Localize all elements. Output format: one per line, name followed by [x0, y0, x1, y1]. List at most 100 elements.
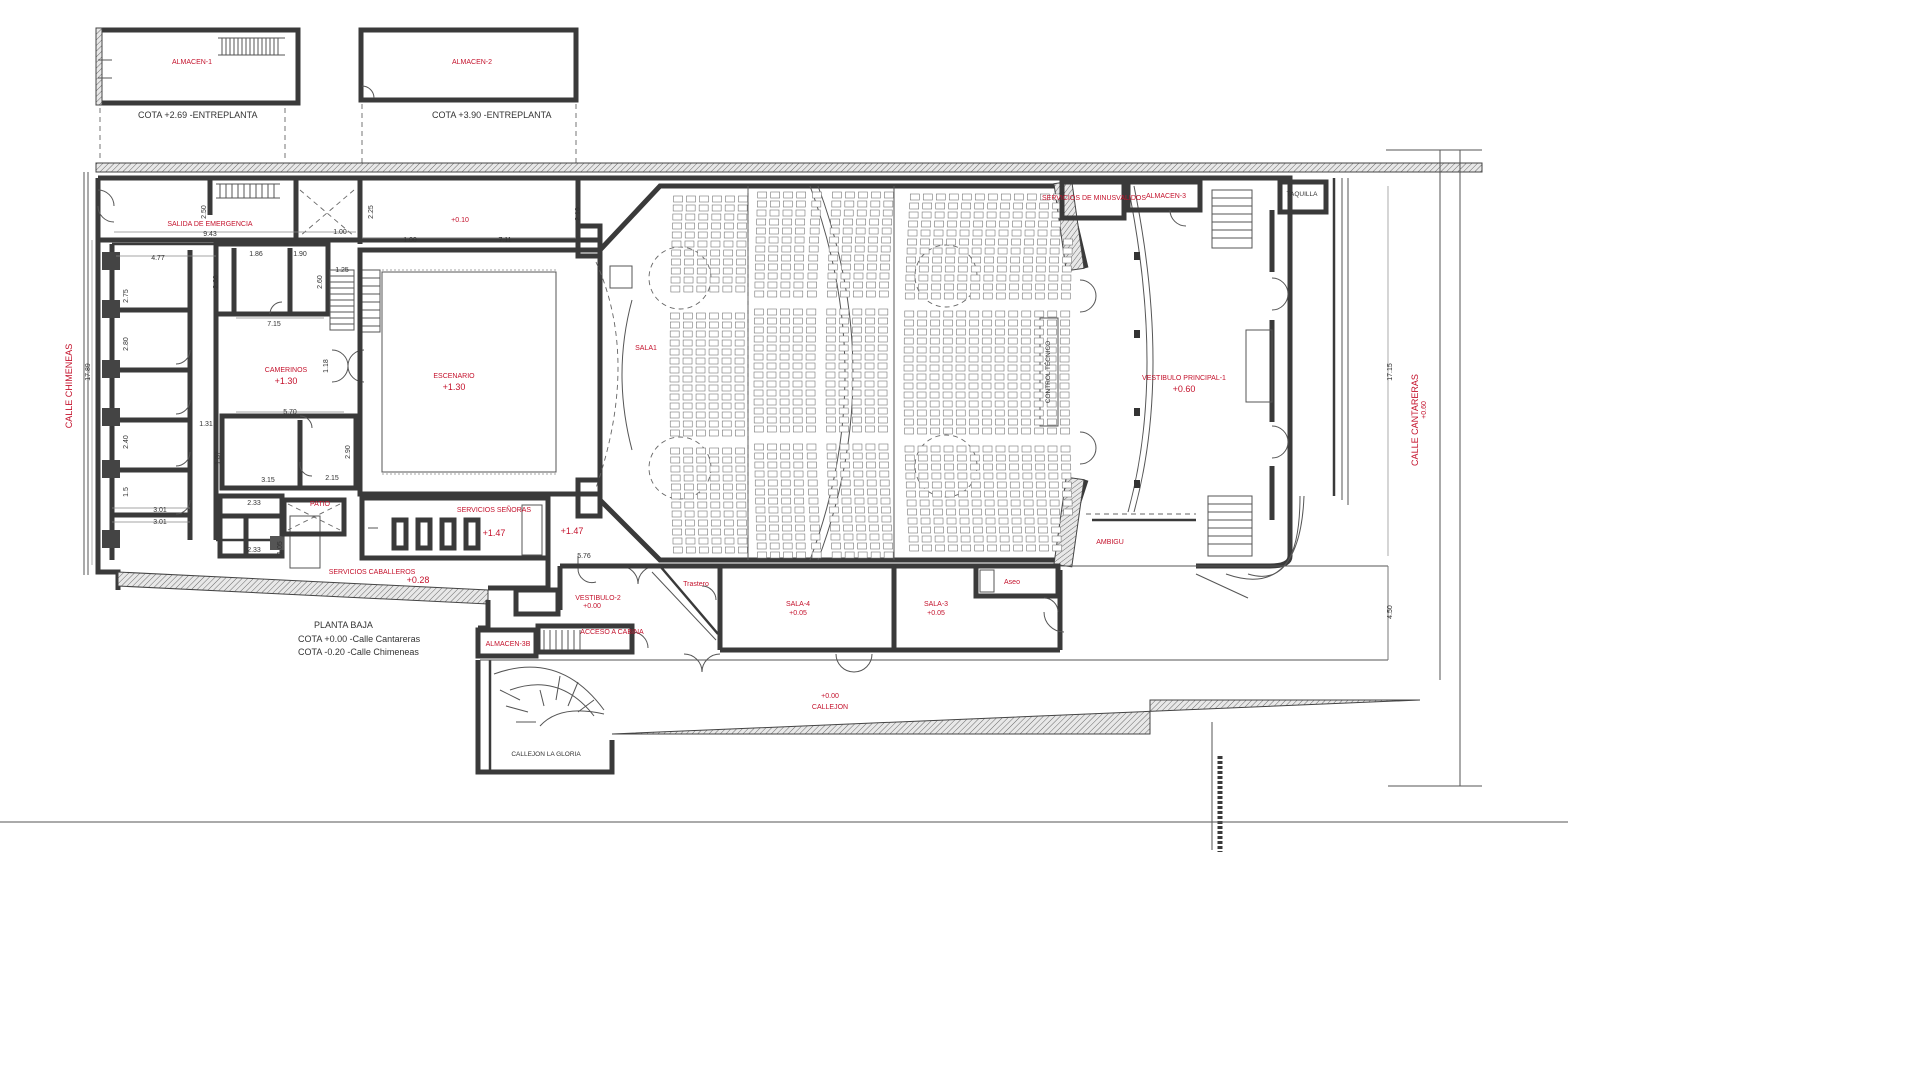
seat — [1062, 499, 1073, 507]
legend-line1: COTA +0.00 -Calle Cantareras — [298, 634, 421, 644]
seat — [766, 362, 777, 370]
seat — [852, 443, 863, 451]
seat — [996, 463, 1006, 471]
seat — [805, 362, 816, 370]
seat — [854, 263, 864, 271]
seat — [721, 393, 732, 401]
seat — [870, 542, 880, 550]
seat — [970, 283, 980, 291]
seat — [683, 474, 694, 482]
seat — [710, 510, 721, 518]
seat — [1047, 454, 1058, 462]
seat — [904, 319, 914, 327]
seat — [995, 319, 1005, 327]
seat — [807, 272, 818, 280]
seat — [1060, 427, 1070, 435]
seat — [683, 456, 694, 464]
seat — [698, 204, 709, 212]
seat — [907, 229, 918, 237]
seat — [753, 371, 764, 379]
seat — [1038, 535, 1049, 543]
seat — [935, 193, 946, 201]
seat — [709, 285, 720, 293]
seat — [1027, 193, 1037, 201]
seat — [810, 524, 820, 532]
seat — [780, 281, 791, 289]
seat — [999, 526, 1009, 534]
seat — [696, 465, 707, 473]
seat — [983, 283, 993, 291]
seat — [807, 281, 817, 289]
seat — [710, 501, 721, 509]
seat — [828, 488, 838, 496]
seat — [880, 488, 890, 496]
seat — [981, 337, 992, 345]
seat — [671, 258, 681, 266]
seat — [827, 290, 837, 298]
seat — [754, 479, 765, 487]
seat — [877, 371, 888, 379]
seat — [842, 227, 853, 235]
seat — [1008, 328, 1018, 336]
seat — [670, 276, 681, 284]
dim-7-15: 7.15 — [267, 321, 281, 328]
seat — [933, 229, 944, 237]
label-trastero: Trastero — [683, 581, 709, 588]
seat — [673, 195, 683, 203]
seat — [869, 524, 879, 532]
seat — [1047, 319, 1057, 327]
seat — [1007, 382, 1018, 390]
seat — [919, 499, 930, 507]
seat — [767, 281, 778, 289]
seat — [922, 193, 933, 201]
seat — [981, 409, 992, 417]
seat — [1021, 445, 1032, 453]
seat — [754, 461, 765, 469]
seat — [805, 380, 816, 388]
dim-3-15: 3.15 — [261, 477, 275, 484]
seat — [930, 319, 940, 327]
seat — [682, 411, 693, 419]
seat — [919, 247, 930, 255]
dim-7-11: 7.11 — [498, 237, 511, 244]
seat — [780, 461, 791, 469]
seat — [734, 348, 745, 356]
dim-2-90: 2.90 — [345, 445, 352, 459]
seat — [1034, 310, 1045, 318]
seat — [695, 402, 706, 410]
seat — [685, 519, 695, 527]
seat — [793, 272, 804, 280]
seat — [868, 515, 879, 523]
seat — [770, 191, 780, 199]
seat — [779, 326, 790, 334]
seat — [968, 364, 979, 372]
seat — [684, 492, 694, 500]
seat — [958, 499, 969, 507]
seat — [825, 398, 836, 406]
seat — [864, 371, 875, 379]
seat — [843, 218, 853, 226]
seat — [945, 490, 955, 498]
seat — [903, 346, 914, 354]
seat — [851, 353, 862, 361]
seat — [709, 465, 720, 473]
seat — [1061, 472, 1072, 480]
seat — [878, 326, 888, 334]
seat — [756, 209, 767, 217]
seat — [670, 285, 681, 293]
seat — [916, 409, 927, 417]
seat — [864, 353, 875, 361]
seat — [982, 319, 992, 327]
seat — [711, 528, 721, 536]
seat — [839, 452, 850, 460]
seat — [916, 346, 927, 354]
seat — [825, 371, 836, 379]
seat — [917, 454, 928, 462]
seat — [916, 364, 927, 372]
seat — [669, 411, 680, 419]
seat — [805, 407, 816, 415]
seat — [1060, 445, 1071, 453]
seat — [793, 290, 804, 298]
seat — [865, 326, 875, 334]
seat — [840, 272, 851, 280]
